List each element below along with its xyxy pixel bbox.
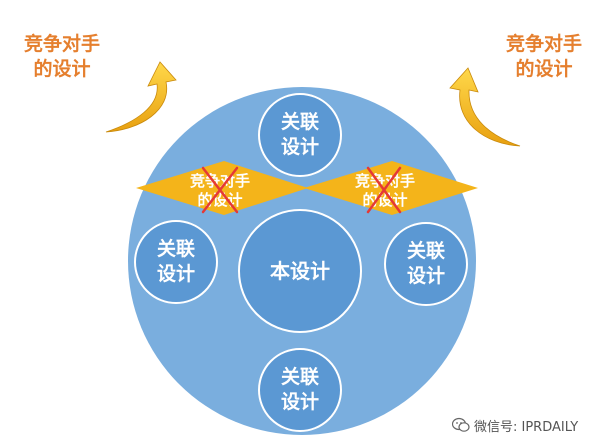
wechat-watermark: 微信号: IPRDAILY [452, 413, 592, 437]
watermark-text: 微信号: IPRDAILY [474, 419, 579, 435]
related-design-label-left: 关联 设计 [156, 238, 195, 285]
this-design-node: 本设计 [238, 209, 362, 333]
curved-arrow-right-icon [449, 67, 521, 147]
this-design-label: 本设计 [270, 258, 330, 283]
related-design-node-left: 关联 设计 [134, 220, 218, 304]
related-design-node-right: 关联 设计 [384, 222, 468, 306]
related-design-node-top: 关联 设计 [258, 93, 342, 177]
competitor-design-label-right: 竞争对手 的设计 [505, 33, 582, 80]
wechat-icon [452, 417, 470, 432]
overlap-diamond-right [304, 161, 478, 215]
related-design-label-right: 关联 设计 [406, 240, 445, 287]
related-design-label-bottom: 关联 设计 [280, 366, 319, 413]
curved-arrow-left-icon [105, 61, 177, 133]
related-design-node-bottom: 关联 设计 [258, 348, 342, 432]
cross-icon-left [201, 166, 239, 214]
related-design-label-top: 关联 设计 [280, 111, 319, 158]
cross-icon-right [366, 166, 402, 214]
competitor-design-label-left: 竞争对手 的设计 [23, 33, 100, 80]
